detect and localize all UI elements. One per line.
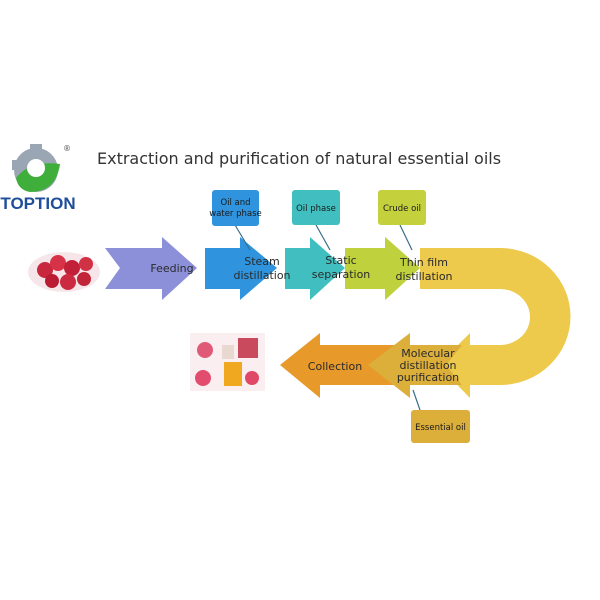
output-box-oil-water <box>212 190 259 226</box>
output-oil-water-line2: water phase <box>209 209 262 219</box>
step-thin-film-label-line1: Thin film <box>399 256 448 269</box>
logo-text: TOPTION <box>0 194 75 213</box>
connector-lines <box>234 224 421 411</box>
step-molecular-label-line1: Molecular <box>401 347 455 360</box>
roses-image <box>28 252 100 292</box>
page-title: Extraction and purification of natural e… <box>97 149 501 168</box>
toption-logo: TOPTION ® <box>0 144 76 213</box>
step-steam-arrow <box>205 237 277 300</box>
output-box-essential-oil <box>411 410 470 443</box>
step-molecular-arrow <box>368 333 462 398</box>
leaf-icon <box>16 163 60 192</box>
step-thin-film-arrow <box>360 237 420 300</box>
step-thin-film-label-line2: distillation <box>395 270 452 283</box>
step-steam-label-line1: Steam <box>244 255 280 268</box>
step-feeding-arrow <box>105 237 197 300</box>
step-static-label-line1: Static <box>325 254 356 267</box>
uturn-arrow-head <box>438 333 470 398</box>
output-box-crude-oil <box>378 190 426 225</box>
output-oil-water-line1: Oil and <box>220 198 250 208</box>
step-collection-label: Collection <box>308 360 362 373</box>
step-steam-label-line2: distillation <box>233 269 290 282</box>
step-static-label-line2: separation <box>312 268 371 281</box>
output-box-oil-phase <box>292 190 340 225</box>
products-image <box>190 333 265 391</box>
step-static-arrow <box>285 237 345 300</box>
registered-mark: ® <box>63 144 71 153</box>
output-crude-oil: Crude oil <box>383 204 421 214</box>
output-essential-oil: Essential oil <box>415 423 466 433</box>
step-feeding-label: Feeding <box>150 262 193 275</box>
step-collection-arrow <box>280 333 400 398</box>
uturn-arrow <box>455 248 571 385</box>
output-oil-phase: Oil phase <box>296 204 336 214</box>
step-molecular-label-line2: distillation <box>399 359 456 372</box>
step-molecular-label-line3: purification <box>397 371 459 384</box>
